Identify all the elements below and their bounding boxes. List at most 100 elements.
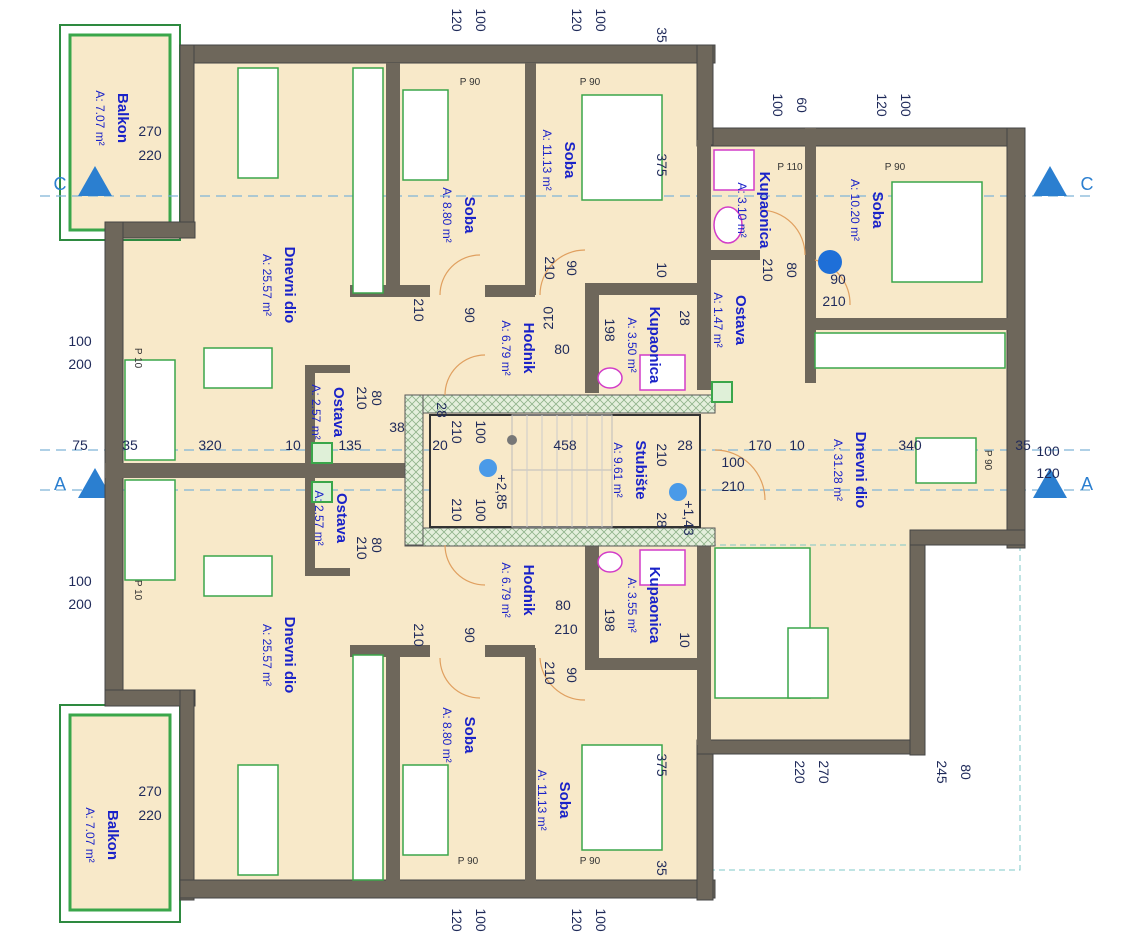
room-label: Balkon A: 7.07 m² [83,807,121,862]
dimension-label: 60 [794,97,810,113]
axis-label-a: A [54,474,66,494]
dimension-label: 210 [654,443,670,467]
dimension-label: 100 [68,573,92,589]
room-name: Soba [869,192,886,229]
dimension-label: 90 [462,627,478,643]
dimension-label: 120 [569,908,585,932]
room-area: A: 31.28 m² [831,439,845,501]
room-area: A: 11.13 m² [540,129,554,190]
room-name: Dnevni dio [281,247,298,324]
room-name: Kupaonica [646,307,663,384]
room-name: Kupaonica [646,567,663,644]
dimension-label: 100 [593,908,609,932]
room-name: Hodnik [520,565,537,616]
dimension-label: 100 [721,454,745,470]
dimension-label: 120 [449,908,465,932]
balcony-bottom [68,713,172,912]
opening-label: P 90 [982,450,993,471]
section-a-left-marker-icon [78,468,112,498]
dimension-label: 458 [553,437,577,453]
dimension-label: 220 [792,760,808,784]
dimension-label: 90 [564,260,580,276]
dimension-label: 200 [68,596,92,612]
dimension-label: 100 [473,420,489,444]
room-name: Kupaonica [756,172,773,249]
opening-label: P 90 [580,77,601,88]
dimension-label: 210 [449,498,465,522]
room-area: A: 6.79 m² [499,320,513,375]
dimension-label: 10 [677,632,693,648]
dimension-label: 38 [389,419,405,435]
dimension-label: 100 [473,8,489,32]
axis-label-c: C [1081,174,1094,194]
dimension-label: 100 [770,93,786,117]
dimension-label: 35 [1015,437,1031,453]
room-area: A: 11.13 m² [535,769,549,830]
room-name: Soba [461,717,478,754]
dimension-label: 170 [748,437,772,453]
dimension-label: 210 [354,386,370,410]
room-name: Soba [461,197,478,234]
dimension-label: 100 [898,93,914,117]
opening-label: P 90 [580,856,601,867]
walls [104,44,1026,901]
room-area: A: 2.57 m² [312,490,326,545]
room-area: A: 25.57 m² [260,254,274,316]
room-area: A: 3.50 m² [625,317,639,372]
room-name: Balkon [104,810,121,860]
section-a-right-marker-icon [1033,468,1067,498]
room-name: Ostava [330,387,347,438]
shaft-icon [311,442,333,464]
room-name: Soba [556,782,573,819]
dimension-label: 10 [789,437,805,453]
dimension-label: 210 [411,623,427,647]
room-labels: Balkon A: 7.07 m² Dnevni dio A: 25.57 m² S… [83,90,886,862]
dimension-label: 80 [958,764,974,780]
dimension-label: 100 [473,498,489,522]
dimension-label: 210 [542,256,558,280]
room-label: Dnevni dio A: 25.57 m² [260,247,298,324]
dimension-label: 120 [449,8,465,32]
room-area: A: 2.57 m² [309,384,323,439]
dimension-label: 35 [654,27,670,43]
room-name: Balkon [114,93,131,143]
room-area: A: 9.61 m² [611,442,625,497]
dimension-label: 210 [542,661,558,685]
dimension-label: 10 [654,262,670,278]
dimension-label: 198 [602,318,618,342]
annotations: +2,85 +1,43 P 90 P 90 P 110 P 90 P 10 P … [132,77,993,867]
room-area: A: 3.10 m² [735,182,749,237]
room-name: Stubište [632,440,649,499]
dimension-label: 210 [449,420,465,444]
room-name: Ostava [333,493,350,544]
room-label: Hodnik A: 6.79 m² [499,562,537,617]
opening-label: P 10 [132,580,143,601]
room-area: A: 6.79 m² [499,562,513,617]
room-name: Ostava [732,295,749,346]
dimension-label: 80 [369,537,385,553]
room-label: Soba A: 11.13 m² [535,769,573,830]
room-label: Kupaonica A: 3.10 m² [735,172,773,249]
dimension-label: 80 [554,341,570,357]
dimension-label: 270 [138,783,162,799]
dimension-label: 120 [874,93,890,117]
dimension-label: 75 [72,437,88,453]
shaft-icon [311,481,333,503]
dimension-label: 375 [654,753,670,777]
dimension-label: 120 [569,8,585,32]
opening-label: P 90 [885,162,906,173]
room-label: Ostava A: 2.57 m² [309,384,347,439]
dimension-label: 135 [338,437,362,453]
dimension-label: 375 [654,153,670,177]
room-area: A: 7.07 m² [83,807,97,862]
room-area: A: 8.80 m² [440,187,454,242]
level-marker-icon [479,459,497,477]
section-c-right-marker-icon [1033,166,1067,196]
